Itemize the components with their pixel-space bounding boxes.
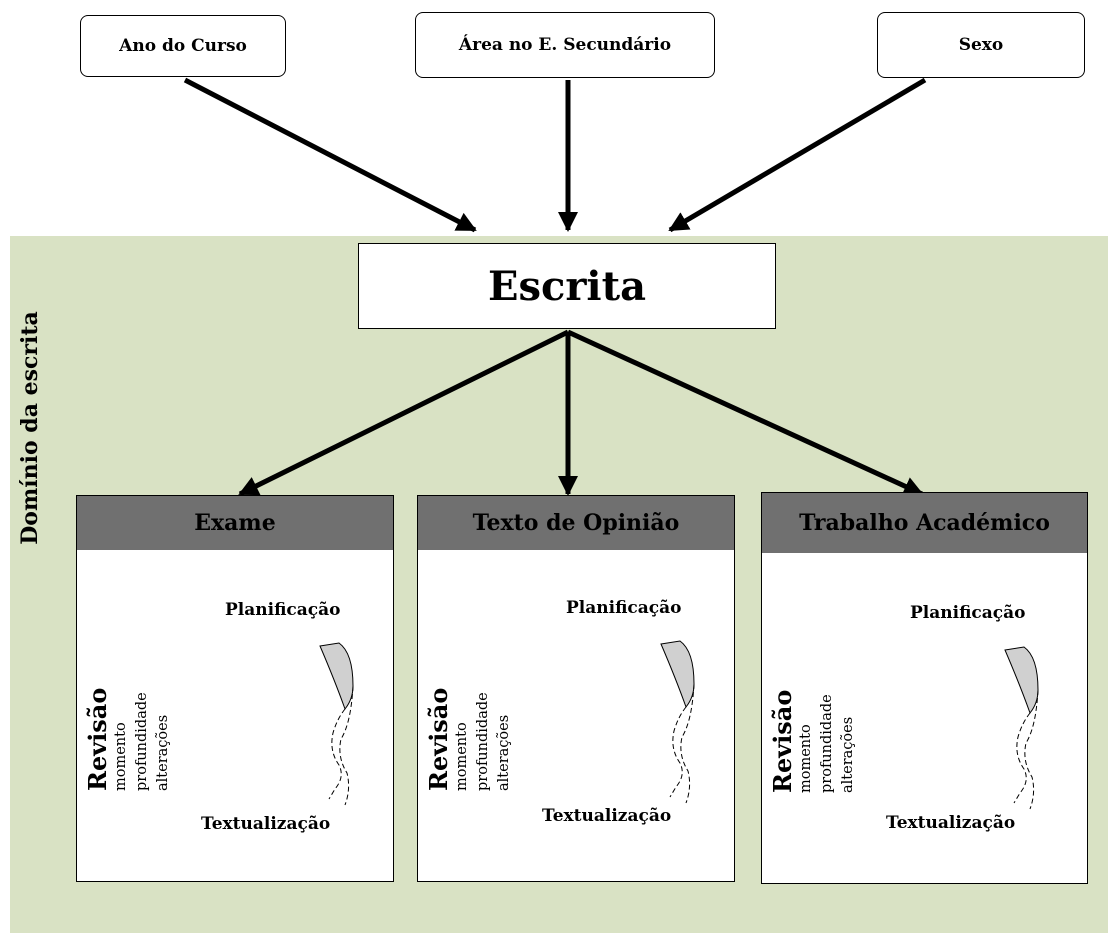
panel-texto-de-opiniao: Texto de Opinião Planificação Revisão mo…: [417, 495, 735, 882]
revisao-title: Revisão: [424, 687, 453, 791]
writing-cycle-icon: [319, 642, 354, 806]
panel-header: Texto de Opinião: [418, 496, 734, 550]
phase-planificacao: Planificação: [910, 603, 1026, 623]
panel-header: Exame: [77, 496, 393, 550]
arrow-escrita-to-academico: [566, 329, 924, 497]
panel-trabalho-academico: Trabalho Académico Planificação Revisão …: [761, 492, 1088, 884]
revisao-item-momento: momento: [798, 724, 814, 793]
central-label: Escrita: [487, 262, 647, 310]
revisao-block: Revisão momento profundidade alterações: [83, 551, 205, 791]
revisao-item-alteracoes: alterações: [496, 714, 512, 791]
revisao-item-profundidade: profundidade: [819, 694, 835, 793]
revisao-item-momento: momento: [113, 722, 129, 791]
revisao-title: Revisão: [83, 687, 112, 791]
panel-header: Trabalho Académico: [762, 493, 1087, 553]
central-node-escrita: Escrita: [358, 243, 776, 329]
revisao-item-alteracoes: alterações: [155, 714, 171, 791]
phase-textualizacao: Textualização: [201, 814, 331, 834]
factor-label: Área no E. Secundário: [458, 35, 672, 55]
panel-title: Exame: [194, 510, 276, 536]
arrow-escrita-to-exame: [238, 329, 570, 497]
revisao-item-momento: momento: [454, 722, 470, 791]
revisao-block: Revisão momento profundidade alterações: [768, 553, 890, 793]
revisao-title: Revisão: [768, 689, 797, 793]
revisao-item-profundidade: profundidade: [134, 692, 150, 791]
factor-label: Ano do Curso: [119, 36, 247, 56]
phase-textualizacao: Textualização: [542, 806, 672, 826]
writing-cycle-icon: [1004, 646, 1039, 810]
panel-exame: Exame Planificação Revisão momento profu…: [76, 495, 394, 882]
phase-planificacao: Planificação: [566, 598, 682, 618]
panel-title: Trabalho Académico: [799, 510, 1050, 536]
factor-box-ano-do-curso: Ano do Curso: [80, 15, 286, 77]
revisao-block: Revisão momento profundidade alterações: [424, 551, 546, 791]
arrow-sexo-to-escrita: [668, 77, 927, 233]
phase-textualizacao: Textualização: [886, 813, 1016, 833]
panel-title: Texto de Opinião: [472, 510, 680, 536]
revisao-item-alteracoes: alterações: [840, 716, 856, 793]
factor-label: Sexo: [958, 35, 1004, 55]
factor-box-area-secundario: Área no E. Secundário: [415, 12, 715, 78]
phase-planificacao: Planificação: [225, 600, 341, 620]
arrow-ano-to-escrita: [183, 77, 477, 233]
writing-cycle-icon: [660, 640, 695, 804]
revisao-item-profundidade: profundidade: [475, 692, 491, 791]
factor-box-sexo: Sexo: [877, 12, 1085, 78]
